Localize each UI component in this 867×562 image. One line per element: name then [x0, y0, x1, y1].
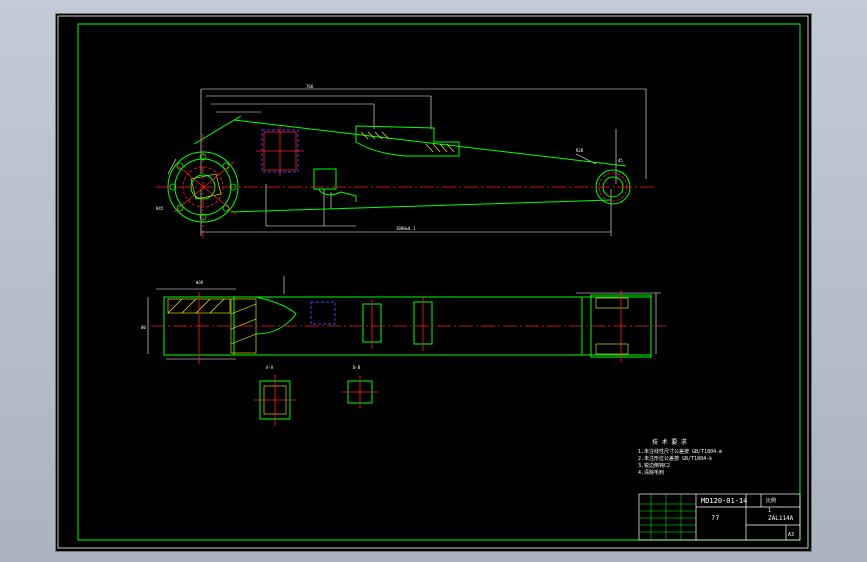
drawing-sheet: 766 1000±0.1 R28 R45 45 — [55, 13, 812, 552]
tech-req-line: 1.未注线性尺寸公差按 GB/T1804-m — [638, 448, 722, 455]
plan-view: 80 Φ36 — [141, 276, 666, 364]
scale-label: 比例 — [766, 497, 776, 504]
cad-drawing: 766 1000±0.1 R28 R45 45 — [57, 15, 809, 549]
tech-req-title: 技 术 要 求 — [652, 438, 687, 446]
quantity: 1 — [768, 508, 771, 514]
part-name: ?? — [711, 514, 719, 522]
dim-r-large: R45 — [156, 206, 164, 211]
sheet-size: A3 — [788, 532, 794, 538]
inner-frame — [77, 23, 801, 541]
tech-req-line: 4.清除毛刺 — [638, 469, 664, 476]
tech-req-line: 3.锐边倒钝C2 — [638, 462, 670, 469]
label-section-b: B-B — [353, 365, 361, 370]
drawing-number: MD120-01-14 — [701, 497, 747, 505]
front-view: 766 1000±0.1 R28 R45 45 — [156, 84, 656, 239]
dim-total-lower: 1000±0.1 — [396, 226, 416, 231]
title-block: MD120-01-14 ?? 比例 1 ZAL114A A3 — [638, 493, 801, 541]
material: ZAL114A — [768, 515, 794, 522]
tech-requirements: 技 术 要 求 1.未注线性尺寸公差按 GB/T1804-m 2.未注形位公差按… — [638, 438, 722, 476]
dim-overall-length: 766 — [306, 84, 314, 89]
dim-height-left: 80 — [141, 325, 146, 330]
outer-frame — [57, 15, 809, 549]
section-details: A-A B-B — [254, 365, 378, 426]
label-section-a: A-A — [266, 365, 274, 370]
dim-height-right: 45 — [618, 158, 623, 163]
dim-shaft-dia: Φ36 — [196, 280, 204, 285]
dim-r-small: R28 — [576, 148, 584, 153]
tech-req-line: 2.未注形位公差按 GB/T1804-k — [638, 455, 712, 462]
